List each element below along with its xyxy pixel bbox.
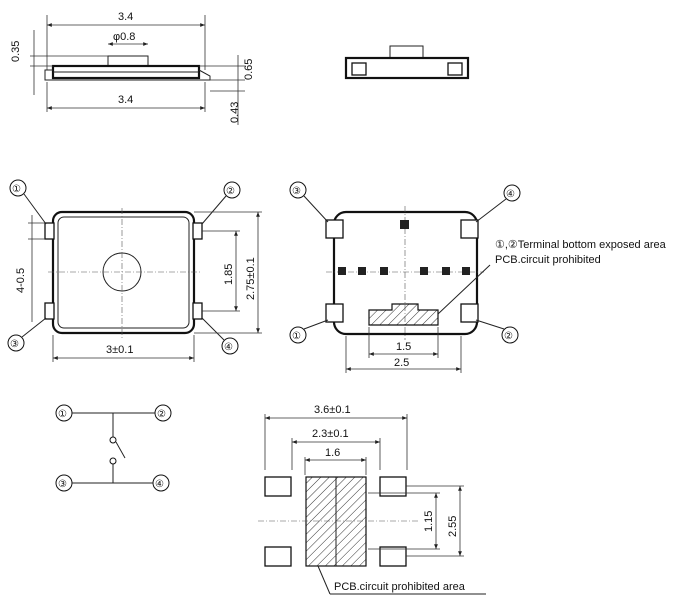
- side-right-terminal: [198, 69, 211, 81]
- terminal-height-label: 0.43: [229, 102, 241, 123]
- top-body: [51, 210, 196, 335]
- bottom-terminal-3: [325, 219, 344, 239]
- bottom-body: [332, 210, 479, 336]
- top-terminal-4: [192, 302, 203, 320]
- footprint-overall-width-label: 3.6±0.1: [314, 404, 351, 416]
- bottom-terminal-1: [325, 303, 344, 323]
- footprint-pad-pitch-label: 1.15: [423, 511, 435, 532]
- schematic-terminal-2: ②: [157, 409, 166, 420]
- bottom-note-line1: ①,②Terminal bottom exposed area: [495, 239, 667, 251]
- pitch-label: 1.85: [223, 264, 235, 285]
- front-body: [344, 56, 470, 80]
- top-terminal-1: [44, 222, 55, 240]
- top-callout-4: ④: [224, 342, 233, 353]
- top-terminal-3: [44, 302, 55, 320]
- terminal-width-label: 4-0.5: [15, 268, 27, 293]
- bottom-callout-4: ④: [506, 189, 515, 200]
- footprint-prohibited-label: PCB.circuit prohibited area: [334, 581, 466, 593]
- bottom-outer-width-label: 2.5: [394, 357, 409, 369]
- bottom-callout-3: ③: [292, 186, 301, 197]
- bottom-callout-2: ②: [504, 331, 513, 342]
- bottom-terminal-4: [460, 219, 479, 239]
- top-callout-1: ①: [12, 184, 21, 195]
- footprint-overall-height-label: 2.55: [447, 516, 459, 537]
- bottom-prohibited-area: [368, 303, 439, 326]
- top-terminal-2: [192, 222, 203, 240]
- actuator-diameter-label: φ0.8: [113, 31, 135, 43]
- switch-contact: [115, 441, 126, 459]
- front-actuator: [389, 45, 424, 59]
- actuator-height-label: 0.35: [10, 41, 22, 62]
- footprint-pad-bottom-left: [264, 546, 292, 567]
- top-body-height-label: 2.75±0.1: [245, 257, 257, 300]
- top-view: ① ② ③ ④ 4-0.5 3±0.1 1.85 2.75±0.1: [7, 179, 262, 362]
- body-height-label: 0.65: [243, 59, 255, 80]
- footprint-pad-bottom-right: [379, 546, 407, 567]
- footprint-hatch-width-label: 1.6: [325, 447, 340, 459]
- top-callout-3: ③: [10, 339, 19, 350]
- bottom-callout-1: ①: [292, 331, 301, 342]
- footprint-pad-top-left: [264, 476, 292, 497]
- side-actuator: [107, 55, 149, 67]
- front-view: [344, 45, 470, 80]
- footprint-center-width-label: 2.3±0.1: [312, 428, 349, 440]
- side-view: 3.4 φ0.8 3.4 0.35 0.65 0.43: [10, 11, 255, 125]
- side-left-terminal: [44, 69, 53, 81]
- top-callout-2: ②: [226, 186, 235, 197]
- bottom-view: ③ ④ ① ② ①,②Terminal bottom exposed area …: [289, 181, 667, 373]
- bottom-note-line2: PCB.circuit prohibited: [495, 254, 601, 266]
- front-left-terminal: [351, 62, 367, 76]
- footprint-pad-top-right: [379, 476, 407, 497]
- schematic-terminal-4: ④: [155, 479, 164, 490]
- bottom-inner-width-label: 1.5: [396, 341, 411, 353]
- side-bottom-width-label: 3.4: [118, 94, 133, 106]
- schematic-terminal-3: ③: [58, 479, 67, 490]
- switch-schematic: ① ② ③ ④: [55, 404, 172, 492]
- side-top-width-label: 3.4: [118, 11, 133, 23]
- schematic-terminal-1: ①: [58, 409, 67, 420]
- top-body-width-label: 3±0.1: [106, 344, 133, 356]
- bottom-terminal-2: [460, 303, 479, 323]
- pcb-footprint: 3.6±0.1 2.3±0.1 1.6 1.15 2.55 PCB.circui…: [258, 404, 486, 595]
- front-right-terminal: [447, 62, 463, 76]
